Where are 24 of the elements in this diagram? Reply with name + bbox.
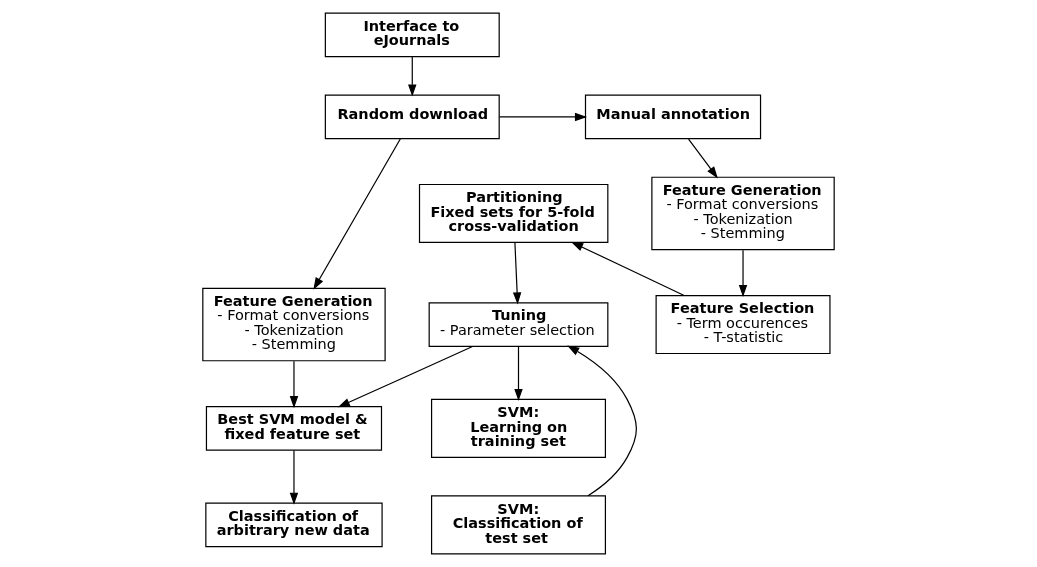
- node-box: SVM: Classification of test set: [430, 495, 607, 555]
- node-box: SVM: Learning on training set: [430, 398, 607, 458]
- arrow: [567, 345, 637, 497]
- arrow: [514, 346, 523, 402]
- arrow: [289, 449, 299, 505]
- node-box: Manual annotation: [584, 94, 762, 140]
- arrow: [687, 138, 718, 179]
- arrow: [337, 345, 474, 408]
- node-box: Tuning - Parameter selection: [428, 302, 609, 347]
- node-box: Classification of arbitrary new data: [205, 502, 383, 548]
- arrow: [512, 242, 522, 305]
- node-box: Feature Selection - Term occurences - T-statistic: [655, 294, 831, 355]
- node-box: Feature Generation - Format conversions - Tokenization - Stemming: [202, 287, 386, 362]
- arrow: [289, 360, 299, 409]
- arrow: [408, 56, 417, 97]
- arrow: [571, 241, 685, 297]
- arrow: [313, 138, 401, 290]
- arrow: [498, 112, 587, 122]
- node-box: Feature Generation - Format conversions - Tokenization - Stemming: [651, 176, 835, 251]
- node-box: Random download: [324, 94, 500, 140]
- node-box: Partitioning Fixed sets for 5-fold cross-validation: [418, 183, 609, 244]
- node-box: Best SVM model & fixed feature set: [205, 406, 383, 451]
- arrow: [738, 249, 748, 298]
- node-box: Interface to eJournals: [324, 12, 500, 58]
